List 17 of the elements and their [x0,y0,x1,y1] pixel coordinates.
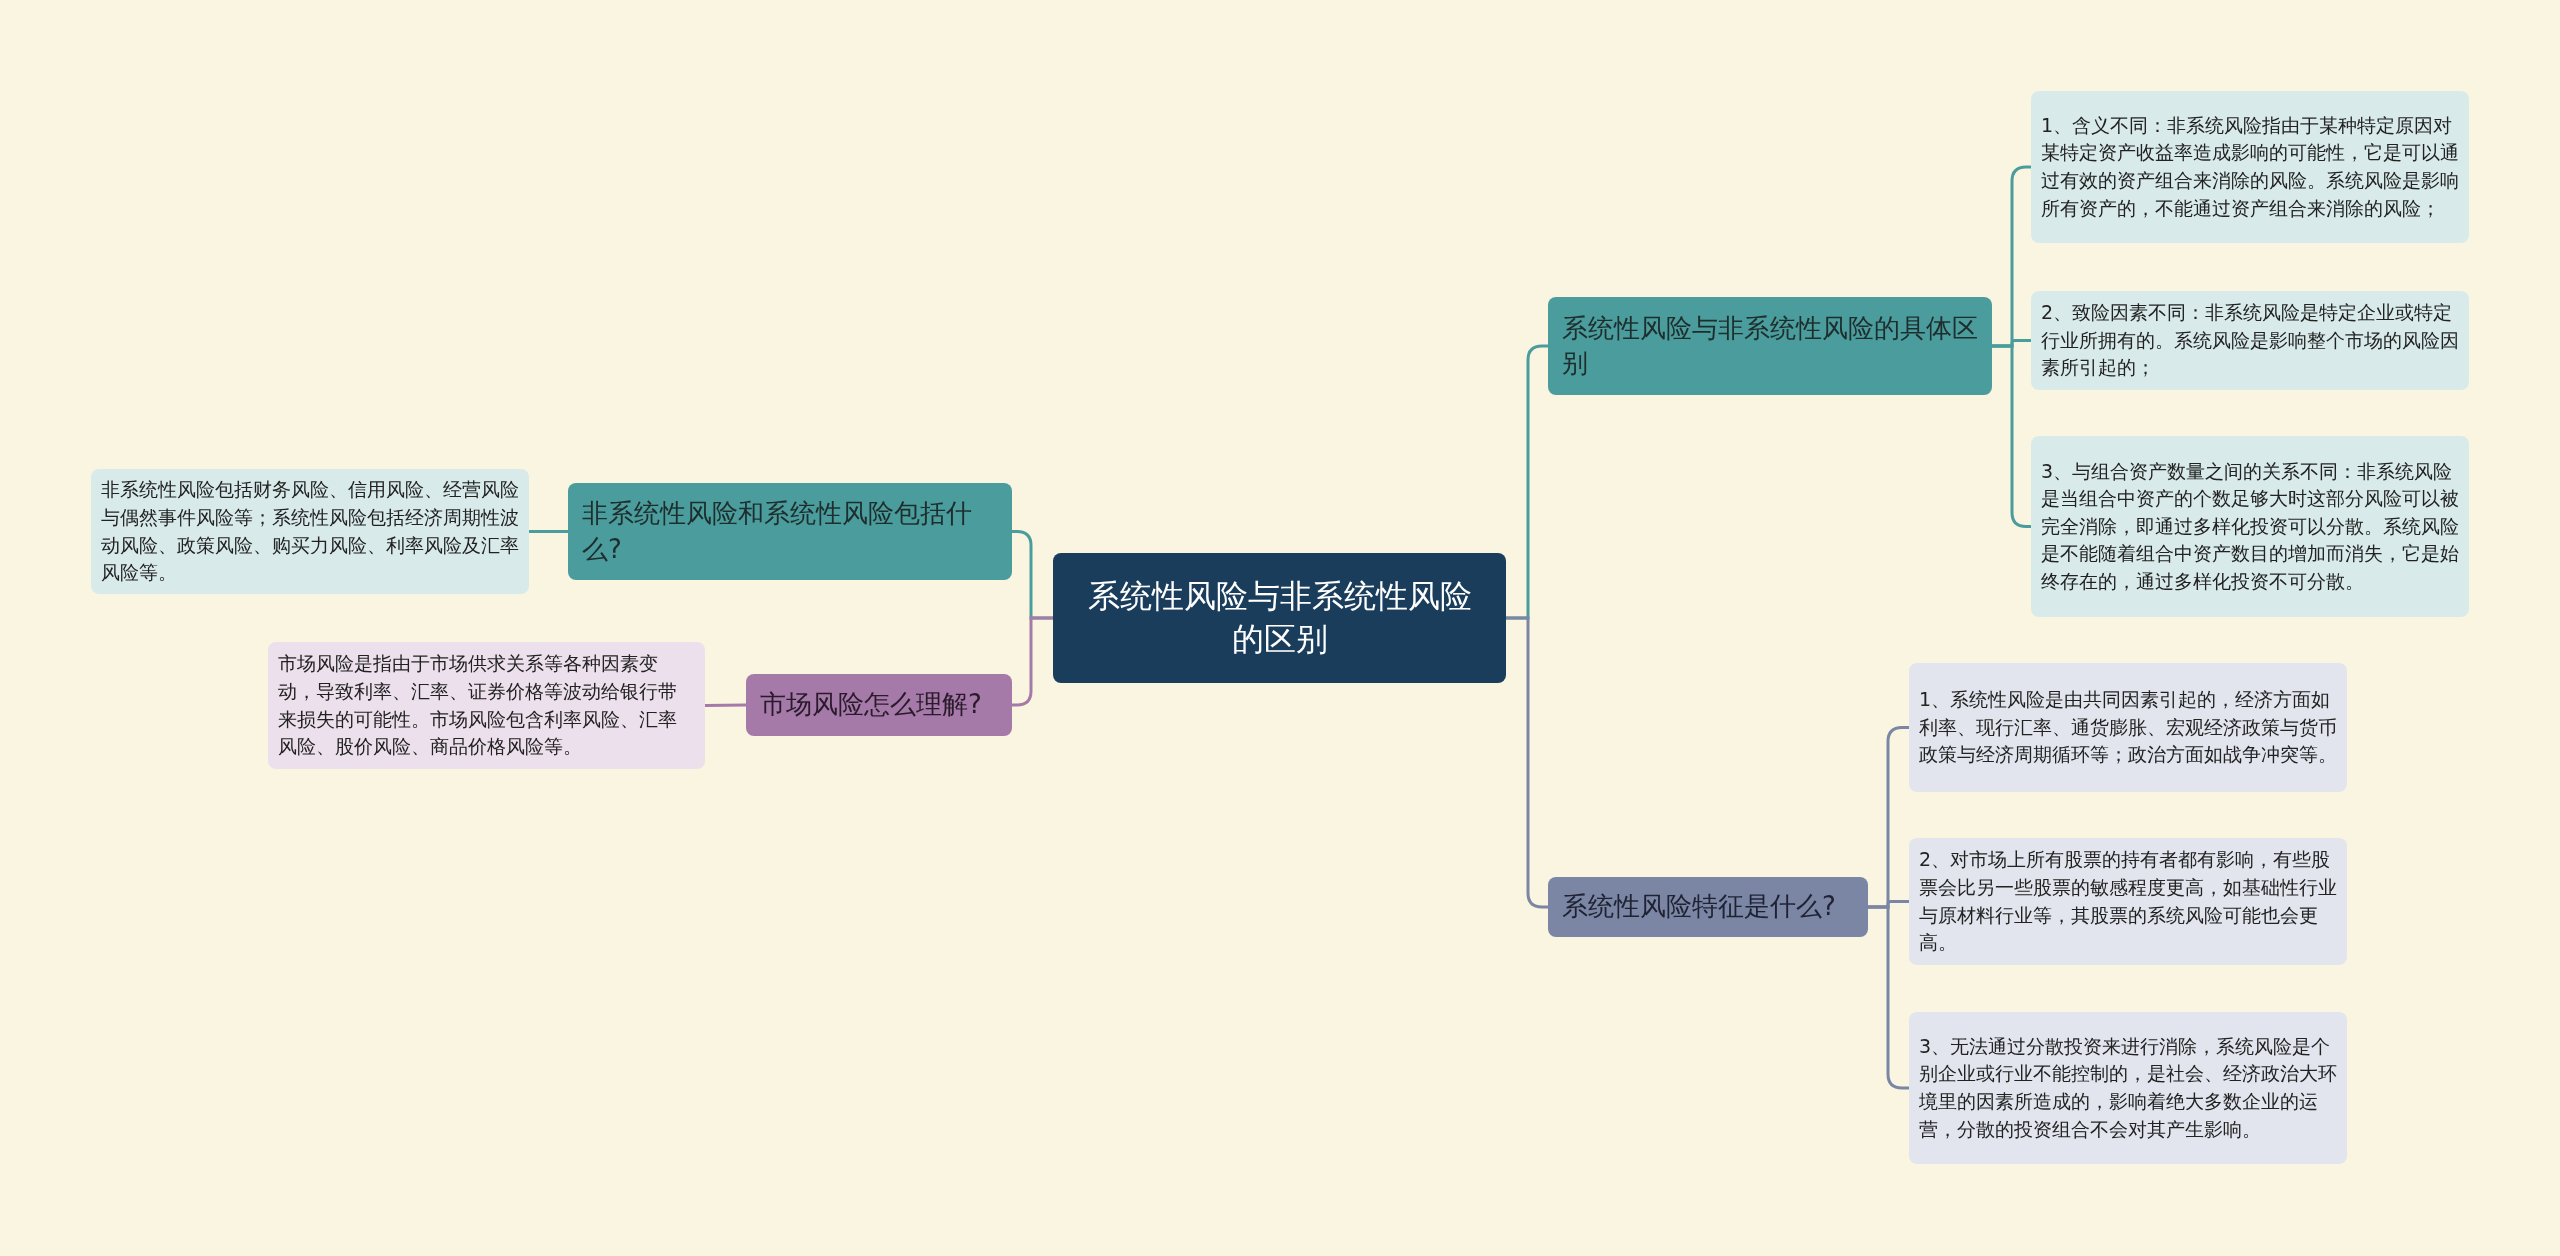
branch-box: 系统性风险与非系统性风险的具体区别 [1548,297,1992,395]
connector-line [529,530,568,533]
connector-line [1868,905,1909,1090]
note-box: 3、与组合资产数量之间的关系不同：非系统风险是当组合中资产的个数足够大时这部分风险可以被完全消除，即通过多样化投资可以分散。系统风险是不能随着组合中资产数目的增加而消失，它是始终存在的，通过多样化投资不可分散。 [2031,436,2469,617]
note-box: 1、含义不同：非系统风险指由于某种特定原因对某特定资产收益率造成影响的可能性，它是可以通过有效的资产组合来消除的风险。系统风险是影响所有资产的，不能通过资产组合来消除的风险； [2031,91,2469,243]
note-box: 2、致险因素不同：非系统风险是特定企业或特定行业所拥有的。系统风险是影响整个市场的风险因素所引起的； [2031,291,2469,390]
note-box: 1、系统性风险是由共同因素引起的，经济方面如利率、现行汇率、通货膨胀、宏观经济政策与货币政策与经济周期循环等；政治方面如战争冲突等。 [1909,663,2347,792]
branch-box: 系统性风险特征是什么? [1548,877,1868,937]
connector-line [1992,344,2031,528]
connector-line [704,703,747,707]
note-box: 3、无法通过分散投资来进行消除，系统风险是个别企业或行业不能控制的，是社会、经济政治大环境里的因素所造成的，影响着绝大多数企业的运营，分散的投资组合不会对其产生影响。 [1909,1012,2347,1164]
branch-box: 市场风险怎么理解? [746,674,1012,736]
note-box: 市场风险是指由于市场供求关系等各种因素变动，导致利率、汇率、证券价格等波动给银行带来损失的可能性。市场风险包含利率风险、汇率风险、股价风险、商品价格风险等。 [268,642,705,769]
topic-box: 系统性风险与非系统性风险的区别 [1053,553,1506,683]
note-box: 非系统性风险包括财务风险、信用风险、经营风险与偶然事件风险等；系统性风险包括经济周期性波动风险、政策风险、购买力风险、利率风险及汇率风险等。 [91,469,529,594]
note-box: 2、对市场上所有股票的持有者都有影响，有些股票会比另一些股票的敏感程度更高，如基础性行业与原材料行业等，其股票的系统风险可能也会更高。 [1909,838,2347,965]
branch-box: 非系统性风险和系统性风险包括什么? [568,483,1012,580]
